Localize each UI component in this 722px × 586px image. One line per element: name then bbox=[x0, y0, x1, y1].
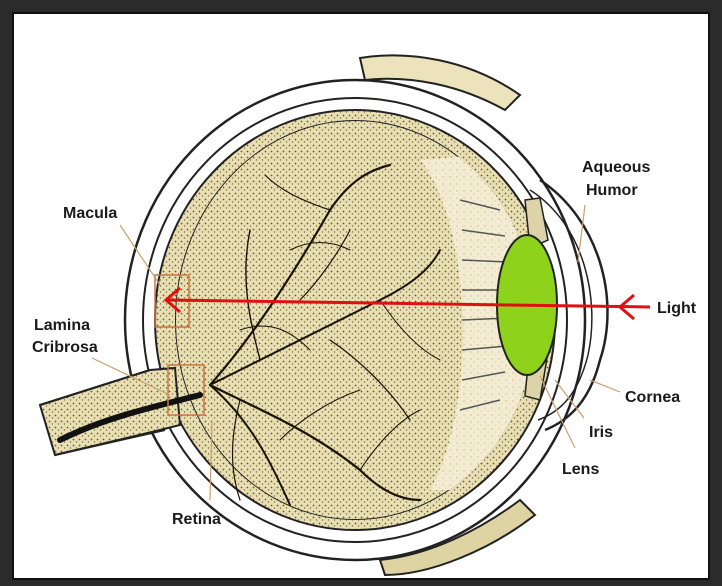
label-lens: Lens bbox=[562, 461, 599, 478]
label-light: Light bbox=[657, 300, 697, 317]
label-retina: Retina bbox=[172, 511, 221, 528]
label-macula: Macula bbox=[63, 205, 117, 222]
label-aqueous-humor-line1: Aqueous bbox=[582, 159, 651, 176]
label-lamina-cribrosa-line2: Cribrosa bbox=[32, 339, 98, 356]
label-cornea: Cornea bbox=[625, 389, 680, 406]
label-iris: Iris bbox=[589, 424, 613, 441]
label-lamina-cribrosa-line1: Lamina bbox=[34, 317, 90, 334]
label-aqueous-humor-line2: Humor bbox=[586, 182, 638, 199]
